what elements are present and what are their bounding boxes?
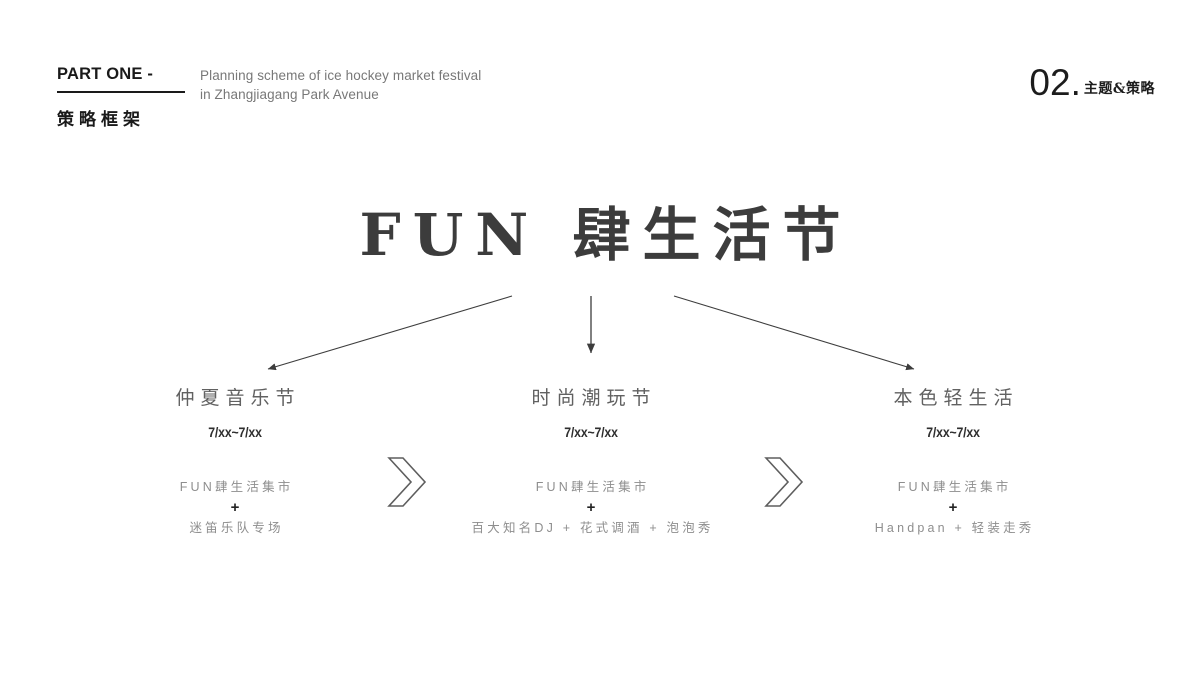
column-items: FUN肆生活集市 + 百大知名DJ + 花式调酒 + 泡泡秀 [441, 477, 741, 539]
column-item-primary: FUN肆生活集市 [535, 480, 650, 494]
part-label: PART ONE - [57, 65, 154, 83]
arrow-down-left [267, 295, 513, 371]
column-date: 7/xx~7/xx [926, 424, 980, 440]
column-items: FUN肆生活集市 + Handpan + 轻装走秀 [803, 477, 1103, 539]
column-title: 仲夏音乐节 [175, 388, 301, 409]
column-title: 本色轻生活 [893, 388, 1019, 409]
header-subtitle: Planning scheme of ice hockey market fes… [200, 68, 482, 102]
column-plus-sign: + [230, 499, 240, 516]
section-marker: 02. 主题&策略 [1029, 64, 1155, 102]
header-left: PART ONE - 策略框架 Planning scheme of ice h… [57, 64, 677, 154]
column-plus-sign: + [948, 499, 958, 516]
column-date: 7/xx~7/xx [208, 424, 262, 440]
festival-column-1: 仲夏音乐节 7/xx~7/xx FUN肆生活集市 + 迷笛乐队专场 [85, 386, 385, 539]
column-title: 时尚潮玩节 [531, 388, 657, 409]
column-items: FUN肆生活集市 + 迷笛乐队专场 [85, 477, 385, 539]
double-chevron-icon-1 [387, 457, 427, 507]
column-item-primary: FUN肆生活集市 [897, 480, 1012, 494]
festival-column-3: 本色轻生活 7/xx~7/xx FUN肆生活集市 + Handpan + 轻装走… [803, 386, 1103, 539]
part-chinese-title: 策略框架 [57, 110, 145, 130]
double-chevron-icon-2 [764, 457, 804, 507]
column-date: 7/xx~7/xx [564, 424, 618, 440]
column-item-secondary: 百大知名DJ + 花式调酒 + 泡泡秀 [471, 521, 714, 535]
column-item-secondary: Handpan + 轻装走秀 [874, 521, 1035, 535]
page-title: FUN 肆生活节 [359, 201, 853, 269]
section-chinese-label: 主题&策略 [1083, 81, 1155, 97]
arrow-down-right [673, 295, 915, 371]
festival-column-2: 时尚潮玩节 7/xx~7/xx FUN肆生活集市 + 百大知名DJ + 花式调酒… [441, 386, 741, 539]
part-divider [57, 91, 185, 93]
festival-columns: 仲夏音乐节 7/xx~7/xx FUN肆生活集市 + 迷笛乐队专场 时尚潮玩节 … [0, 386, 1200, 586]
column-item-primary: FUN肆生活集市 [179, 480, 294, 494]
section-number: 02. [1029, 62, 1081, 103]
column-plus-sign: + [586, 499, 596, 516]
part-block: PART ONE - 策略框架 [57, 64, 187, 130]
column-item-secondary: 迷笛乐队专场 [189, 521, 284, 535]
